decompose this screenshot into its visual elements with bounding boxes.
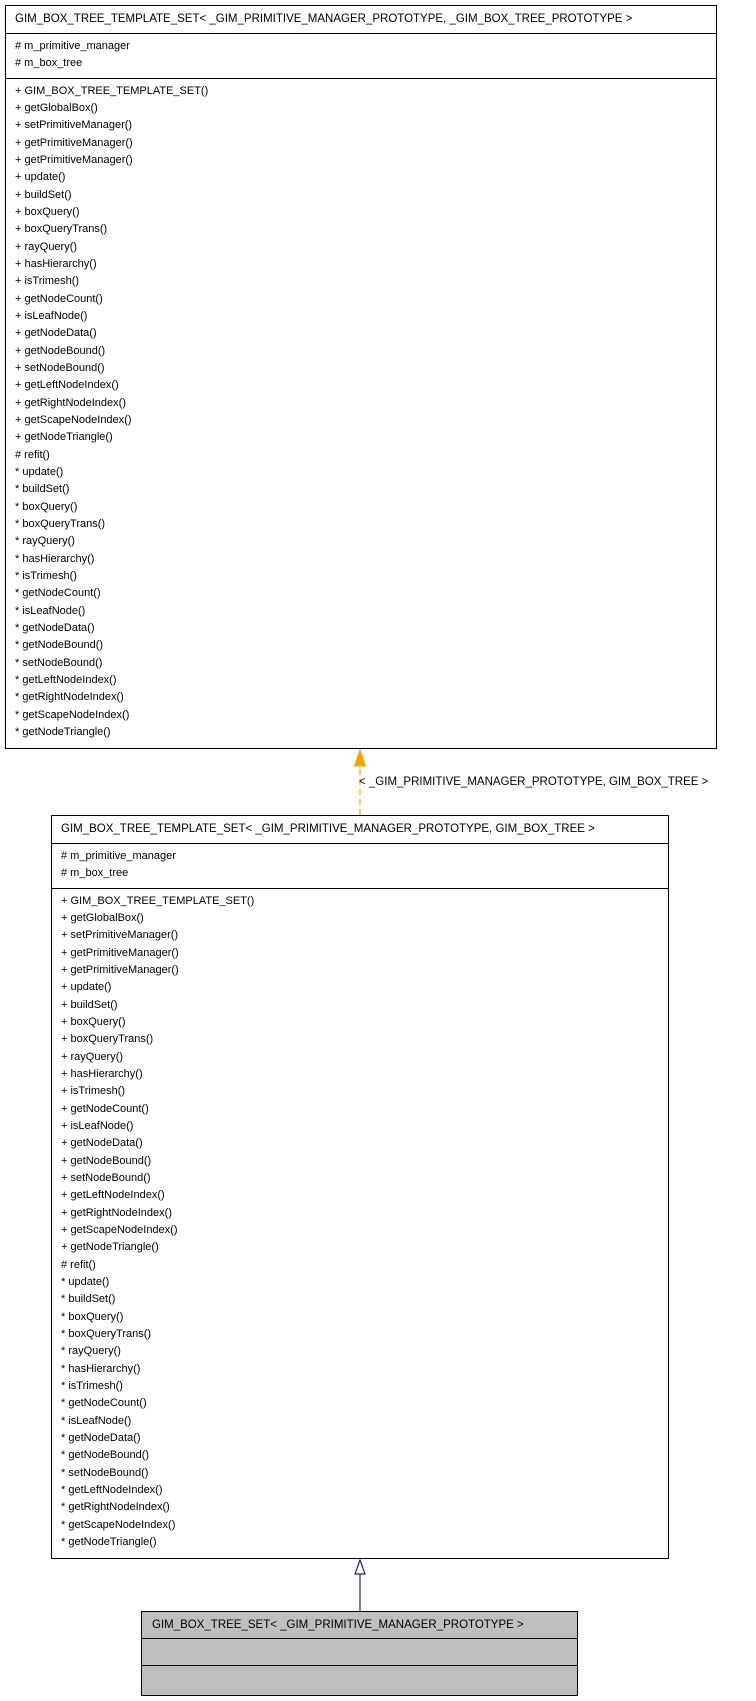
class-operation: + getPrimitiveManager(): [15, 136, 133, 149]
class-operation: * getScapeNodeIndex(): [15, 708, 130, 721]
template-edge-label: < _GIM_PRIMITIVE_MANAGER_PROTOTYPE, GIM_…: [359, 776, 709, 788]
class-operation: + setPrimitiveManager(): [61, 929, 179, 942]
class-operation: + getScapeNodeIndex(): [15, 413, 132, 426]
class-operation: * update(): [15, 465, 64, 478]
class-operation: + getGlobalBox(): [15, 102, 98, 115]
class-operation: + getNodeData(): [61, 1137, 143, 1150]
class-operation: + buildSet(): [61, 998, 118, 1011]
inheritance-edge-arrowhead: [354, 1558, 366, 1575]
class-attribute: # m_box_tree: [15, 57, 83, 70]
class-operation: * getNodeCount(): [15, 587, 101, 600]
class-operation: + setNodeBound(): [15, 361, 105, 374]
class-operation: * hasHierarchy(): [15, 552, 95, 565]
class-operation: + getPrimitiveManager(): [15, 154, 133, 166]
class-operation: * getNodeCount(): [61, 1397, 147, 1410]
class-operation: + isLeafNode(): [15, 309, 88, 322]
class-operation: * buildSet(): [15, 483, 70, 496]
class-operation: + getGlobalBox(): [61, 912, 144, 925]
class-attribute: # m_box_tree: [61, 867, 129, 880]
class-operation: + getScapeNodeIndex(): [61, 1223, 178, 1236]
class-operation: * update(): [61, 1275, 110, 1288]
class-operation: * boxQueryTrans(): [15, 517, 106, 530]
class-operation: + boxQuery(): [15, 205, 80, 218]
class-operation: * boxQueryTrans(): [61, 1327, 152, 1340]
class-operation: + isLeafNode(): [61, 1119, 134, 1132]
class-operation: * boxQuery(): [15, 500, 78, 513]
class-name: GIM_BOX_TREE_TEMPLATE_SET< _GIM_PRIMITIV…: [52, 816, 668, 844]
class-operation: * getNodeData(): [15, 621, 95, 634]
class-box-middle-template[interactable]: GIM_BOX_TREE_TEMPLATE_SET< _GIM_PRIMITIV…: [51, 815, 669, 1559]
operations-section: + GIM_BOX_TREE_TEMPLATE_SET() + getGlobal…: [6, 79, 716, 746]
class-box-gim-box-tree-set[interactable]: GIM_BOX_TREE_SET< _GIM_PRIMITIVE_MANAGER…: [141, 1611, 578, 1696]
class-operation: * getLeftNodeIndex(): [61, 1483, 163, 1496]
class-operation: + getRightNodeIndex(): [15, 396, 126, 409]
class-operation: + boxQueryTrans(): [15, 223, 108, 236]
class-operation: + setPrimitiveManager(): [15, 119, 133, 132]
class-operation: * rayQuery(): [61, 1345, 121, 1358]
class-attribute: # m_primitive_manager: [61, 850, 176, 862]
class-operation: + hasHierarchy(): [15, 257, 97, 270]
class-name: GIM_BOX_TREE_TEMPLATE_SET< _GIM_PRIMITIV…: [6, 6, 716, 34]
class-operation: * getRightNodeIndex(): [61, 1501, 170, 1514]
class-operation: + getPrimitiveManager(): [61, 946, 179, 959]
class-operation: * isLeafNode(): [15, 604, 86, 617]
class-operation: * isTrimesh(): [61, 1379, 123, 1392]
class-operation: * hasHierarchy(): [61, 1362, 141, 1375]
class-operation: + rayQuery(): [61, 1050, 124, 1063]
class-operation: + getRightNodeIndex(): [61, 1206, 172, 1219]
class-attribute: # m_primitive_manager: [15, 40, 130, 52]
class-operation: * boxQuery(): [61, 1310, 124, 1323]
class-operation: + GIM_BOX_TREE_TEMPLATE_SET(): [61, 894, 255, 907]
class-operation: + getPrimitiveManager(): [61, 964, 179, 976]
class-box-top-template[interactable]: GIM_BOX_TREE_TEMPLATE_SET< _GIM_PRIMITIV…: [5, 5, 717, 749]
class-operation: + getNodeData(): [15, 327, 97, 340]
class-name: GIM_BOX_TREE_SET< _GIM_PRIMITIVE_MANAGER…: [142, 1612, 577, 1639]
class-operation: + setNodeBound(): [61, 1171, 151, 1184]
class-operation: + boxQueryTrans(): [61, 1033, 154, 1046]
class-operation: * buildSet(): [61, 1293, 116, 1306]
class-operation: + getNodeBound(): [61, 1154, 152, 1167]
class-operation: + getNodeTriangle(): [61, 1241, 159, 1254]
operations-section: + GIM_BOX_TREE_TEMPLATE_SET() + getGlobal…: [52, 889, 668, 1556]
class-operation: * rayQuery(): [15, 535, 75, 548]
class-operation: # refit(): [61, 1258, 96, 1271]
class-operation: * getNodeBound(): [15, 639, 104, 652]
class-operation: + getNodeCount(): [15, 292, 103, 305]
class-operation: # refit(): [15, 448, 50, 461]
class-operation: + rayQuery(): [15, 240, 78, 253]
class-operation: + update(): [15, 171, 66, 184]
attributes-section: # m_primitive_manager # m_box_tree: [6, 34, 716, 79]
class-operation: * getNodeTriangle(): [61, 1535, 157, 1548]
class-operation: * getNodeData(): [61, 1431, 141, 1444]
class-operation: * setNodeBound(): [61, 1466, 149, 1479]
class-operation: * getNodeTriangle(): [15, 725, 111, 738]
class-operation: + GIM_BOX_TREE_TEMPLATE_SET(): [15, 84, 209, 97]
class-operation: + buildSet(): [15, 188, 72, 201]
class-operation: + hasHierarchy(): [61, 1067, 143, 1080]
class-operation: * getScapeNodeIndex(): [61, 1518, 176, 1531]
inheritance-edge: [354, 1558, 366, 1611]
class-operation: * isTrimesh(): [15, 569, 77, 582]
class-operation: * isLeafNode(): [61, 1414, 132, 1427]
class-operation: + update(): [61, 981, 112, 994]
class-operation: + getNodeTriangle(): [15, 431, 113, 444]
attributes-section: # m_primitive_manager # m_box_tree: [52, 844, 668, 889]
class-operation: + getLeftNodeIndex(): [15, 379, 119, 392]
class-operation: + getNodeCount(): [61, 1102, 149, 1115]
template-edge-arrowhead: [353, 748, 367, 767]
class-operation: * setNodeBound(): [15, 656, 103, 669]
class-operation: + boxQuery(): [61, 1015, 126, 1028]
class-operation: + isTrimesh(): [15, 275, 80, 288]
class-operation: + getNodeBound(): [15, 344, 106, 357]
attributes-section-empty: [142, 1639, 577, 1666]
class-operation: + isTrimesh(): [61, 1085, 126, 1098]
template-instantiation-edge: [353, 748, 367, 815]
class-operation: + getLeftNodeIndex(): [61, 1189, 165, 1202]
class-operation: * getNodeBound(): [61, 1449, 150, 1462]
class-operation: * getLeftNodeIndex(): [15, 673, 117, 686]
class-operation: * getRightNodeIndex(): [15, 691, 124, 704]
